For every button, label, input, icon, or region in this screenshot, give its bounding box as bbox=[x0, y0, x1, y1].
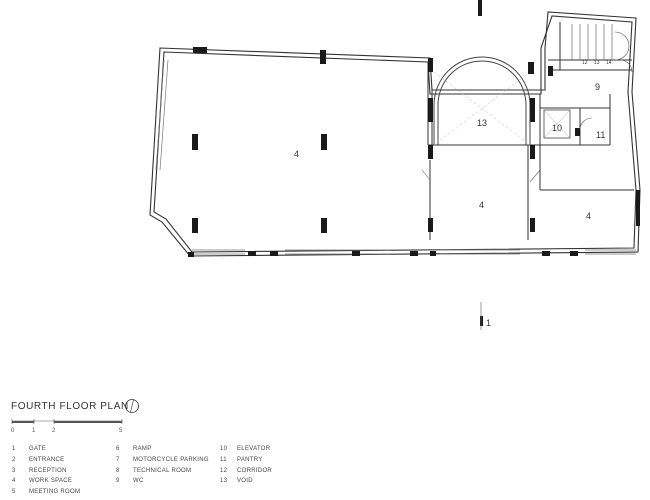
legend-number: 10 bbox=[220, 446, 228, 452]
legend-number: 1 bbox=[12, 446, 16, 452]
scale-tick-label: 1 bbox=[32, 428, 36, 434]
legend-item: 8 TECHNICAL ROOM bbox=[116, 468, 209, 479]
legend-number: 13 bbox=[220, 478, 228, 485]
legend-item: 13 VOID bbox=[220, 478, 272, 489]
stair-step-label: 12 bbox=[582, 60, 588, 66]
scale-tick-label: 2 bbox=[52, 428, 56, 434]
stair-step-label: 13 bbox=[594, 60, 600, 66]
elevator-shaft bbox=[543, 109, 571, 139]
legend-number: 4 bbox=[12, 478, 16, 485]
room-label-elevator: 10 bbox=[552, 123, 562, 133]
legend-label: TECHNICAL ROOM bbox=[133, 467, 192, 474]
room-label-main-work-space: 4 bbox=[294, 149, 299, 159]
legend-number: 3 bbox=[12, 467, 16, 474]
legend-label: WORK SPACE bbox=[29, 478, 73, 485]
legend-number: 5 bbox=[12, 489, 16, 496]
legend-number: 6 bbox=[116, 446, 120, 452]
void-arch bbox=[433, 56, 531, 146]
legend-item: 6 RAMP bbox=[116, 446, 209, 457]
stair-step-label: 14 bbox=[606, 60, 612, 66]
legend-label: CORRIDOR bbox=[237, 467, 273, 474]
outer-walls bbox=[149, 11, 641, 257]
legend-item: 7 MOTORCYCLE PARKING bbox=[116, 457, 209, 468]
legend-item: 10 ELEVATOR bbox=[220, 446, 272, 457]
north-arrow-icon bbox=[125, 399, 139, 413]
window-strips bbox=[155, 59, 636, 255]
legend-number: 2 bbox=[12, 456, 16, 463]
legend-item: 2 ENTRANCE bbox=[12, 457, 80, 468]
room-label-right-work-space: 4 bbox=[586, 211, 591, 221]
legend-item: 12 CORRIDOR bbox=[220, 468, 272, 479]
room-legend: 1 GATE 2 ENTRANCE 3 RECEPTION 4 WORK SPACE 5… bbox=[12, 446, 332, 500]
legend-column: 6 RAMP 7 MOTORCYCLE PARKING 8 TECHNICAL ROO… bbox=[116, 446, 209, 489]
legend-item: 11 PANTRY bbox=[220, 457, 272, 468]
legend-item: 3 RECEPTION bbox=[12, 468, 80, 479]
legend-number: 12 bbox=[220, 467, 228, 474]
door-swings bbox=[421, 59, 633, 183]
legend-label: VOID bbox=[237, 478, 253, 485]
legend-label: WC bbox=[133, 478, 144, 485]
room-label-center-work-space: 4 bbox=[479, 200, 484, 210]
staircase bbox=[571, 24, 630, 61]
legend-label: RECEPTION bbox=[29, 467, 67, 474]
legend-column: 10 ELEVATOR 11 PANTRY 12 CORRIDOR 13 VOID bbox=[220, 446, 272, 489]
legend-number: 8 bbox=[116, 467, 120, 474]
room-label-pantry: 11 bbox=[596, 130, 605, 140]
legend-label: ENTRANCE bbox=[29, 456, 65, 463]
legend-item: 5 MEETING ROOM bbox=[12, 489, 80, 500]
room-label-wc: 9 bbox=[595, 82, 600, 92]
legend-number: 7 bbox=[116, 456, 120, 463]
section-marker-label: 1 bbox=[486, 318, 491, 328]
legend-number: 11 bbox=[220, 456, 227, 463]
legend-label: MOTORCYCLE PARKING bbox=[133, 456, 209, 463]
legend-item: 1 GATE bbox=[12, 446, 80, 457]
legend-label: RAMP bbox=[133, 446, 152, 452]
legend-label: MEETING ROOM bbox=[29, 489, 81, 496]
legend-label: GATE bbox=[29, 446, 47, 452]
scale-bar: 0 1 2 5 bbox=[11, 419, 123, 434]
legend-label: PANTRY bbox=[237, 456, 263, 463]
legend-label: ELEVATOR bbox=[237, 446, 271, 452]
structural-columns bbox=[188, 0, 640, 326]
scale-tick-label: 5 bbox=[119, 428, 123, 434]
scale-tick-label: 0 bbox=[11, 428, 15, 434]
plan-title: FOURTH FLOOR PLAN bbox=[11, 401, 129, 412]
legend-item: 9 WC bbox=[116, 478, 209, 489]
legend-item: 4 WORK SPACE bbox=[12, 478, 80, 489]
legend-number: 9 bbox=[116, 478, 120, 485]
room-label-void: 13 bbox=[477, 118, 487, 128]
legend-column: 1 GATE 2 ENTRANCE 3 RECEPTION 4 WORK SPACE 5… bbox=[12, 446, 80, 500]
